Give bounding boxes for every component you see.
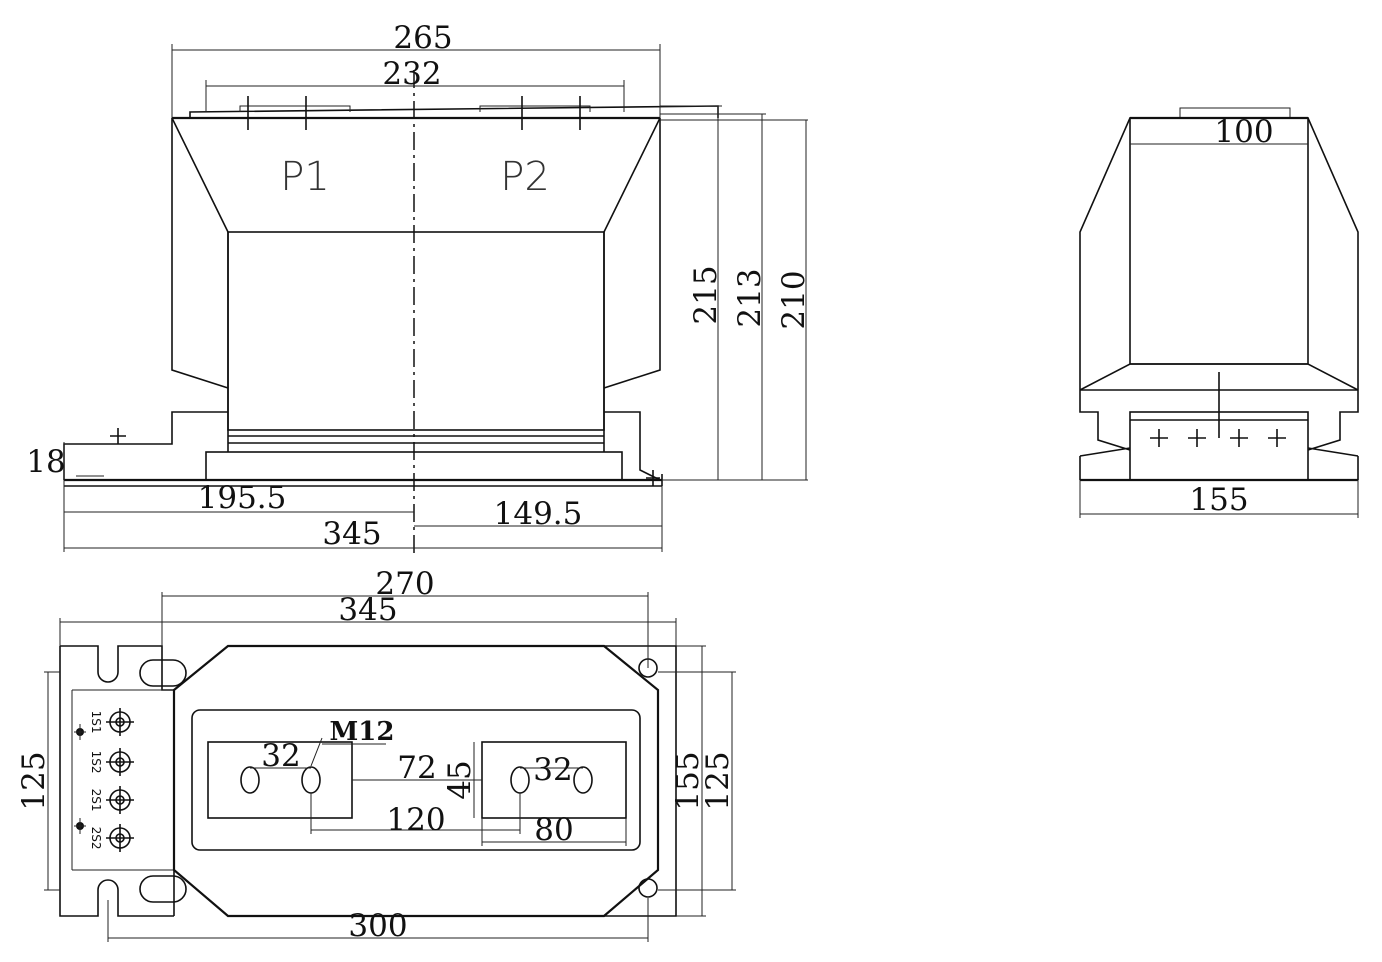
dim-pad-height: 45	[442, 760, 478, 799]
terminal-label-1: 1S1	[89, 711, 103, 734]
dim-bolt-pitch-right: 32	[533, 752, 572, 788]
dim-top-right-outer: 155	[670, 751, 706, 810]
dim-bolt-thread: M12	[330, 717, 395, 747]
dim-base-thickness: 18	[26, 444, 65, 480]
terminal-p2-label: P2	[500, 154, 550, 200]
terminal-p1-label: P1	[280, 154, 330, 200]
front-view: P1 P2 265 232 215 213 210 18 195.5 149.5	[26, 20, 812, 556]
dim-height-215: 215	[688, 265, 724, 324]
dim-height-213: 213	[732, 268, 768, 327]
dim-pad-gap: 72	[397, 750, 436, 786]
terminal-label-2: 1S2	[89, 751, 103, 774]
dim-top-left-height: 125	[16, 751, 52, 810]
dim-top-mount-inner: 270	[375, 566, 434, 602]
dim-front-overall: 345	[322, 516, 381, 552]
terminal-label-3: 2S1	[89, 789, 103, 812]
dim-pad-width: 80	[534, 812, 573, 848]
dim-top-right-inner: 125	[700, 751, 736, 810]
dim-bolt-pitch-left: 32	[261, 738, 300, 774]
dim-height-210: 210	[776, 270, 812, 329]
secondary-terminal-group: 1S1 1S2 2S1 2S2	[74, 708, 134, 852]
terminal-label-4: 2S2	[89, 827, 103, 850]
dim-front-top-width: 265	[393, 20, 452, 56]
dim-bottom-mount: 300	[348, 908, 407, 944]
dim-right-offset: 149.5	[494, 496, 583, 532]
top-view: 1S1 1S2 2S1 2S2 270 345 125 155 125 M12	[16, 566, 736, 944]
dim-terminal-span: 232	[382, 56, 441, 92]
dim-side-top-width: 100	[1214, 114, 1273, 150]
dim-bolt-center-span: 120	[386, 802, 445, 838]
side-view: 100 155	[1079, 107, 1359, 518]
dim-side-base-width: 155	[1189, 482, 1248, 518]
dim-left-offset: 195.5	[198, 480, 287, 516]
dim-top-overall: 345	[338, 592, 397, 628]
